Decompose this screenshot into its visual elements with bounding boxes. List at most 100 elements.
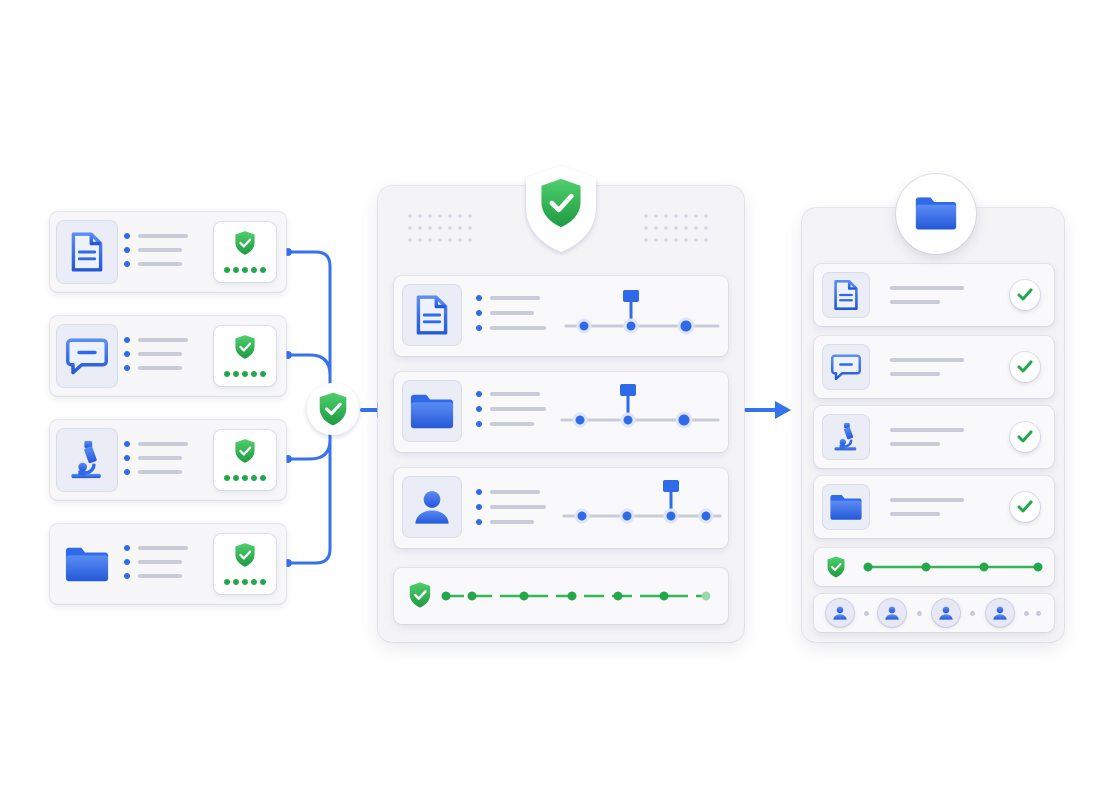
timeline-track bbox=[560, 384, 720, 429]
icon-tile bbox=[822, 484, 870, 530]
connector-dot bbox=[284, 559, 292, 567]
icon-tile bbox=[56, 220, 118, 284]
center-row-user[interactable] bbox=[394, 468, 728, 548]
icon-tile bbox=[56, 532, 118, 596]
output-panel bbox=[802, 208, 1064, 642]
connector-dot bbox=[284, 455, 292, 463]
dot-grid-left bbox=[408, 214, 472, 242]
check-icon bbox=[1017, 360, 1033, 373]
check-status bbox=[1010, 422, 1040, 452]
user-icon bbox=[415, 491, 449, 524]
verified-badge bbox=[214, 430, 276, 490]
icon-tile bbox=[56, 428, 118, 492]
document-icon bbox=[71, 232, 103, 272]
avatar[interactable] bbox=[878, 599, 906, 627]
output-row-folder[interactable] bbox=[814, 476, 1054, 538]
check-status bbox=[1010, 352, 1040, 382]
input-card-microscope[interactable] bbox=[50, 420, 286, 500]
connector-dot bbox=[284, 351, 292, 359]
timeline-track bbox=[562, 480, 722, 524]
separator-dot bbox=[1024, 611, 1029, 616]
microscope-icon bbox=[69, 439, 103, 480]
chat-bubble-icon bbox=[66, 338, 108, 375]
separator-dot bbox=[970, 611, 975, 616]
folder-icon bbox=[410, 394, 454, 429]
avatar[interactable] bbox=[826, 599, 854, 627]
folder-icon bbox=[65, 547, 109, 582]
timeline-marker bbox=[620, 384, 636, 396]
avatar[interactable] bbox=[932, 599, 960, 627]
verified-badge bbox=[214, 222, 276, 282]
document-icon bbox=[416, 295, 448, 335]
check-icon bbox=[1017, 288, 1033, 301]
shield-check-icon bbox=[408, 581, 432, 609]
folder-icon bbox=[915, 197, 957, 230]
output-verification-track[interactable] bbox=[814, 548, 1054, 586]
green-progress-track bbox=[863, 562, 1043, 572]
icon-tile bbox=[402, 476, 462, 538]
input-card-chat[interactable] bbox=[50, 316, 286, 396]
user-icon bbox=[939, 606, 953, 620]
shield-check-icon bbox=[234, 542, 256, 568]
connector-line-4 bbox=[286, 418, 332, 565]
shield-check-icon bbox=[826, 555, 846, 579]
connector-line-2 bbox=[286, 353, 332, 397]
shield-check-icon bbox=[234, 230, 256, 256]
user-icon bbox=[993, 606, 1007, 620]
output-row-microscope[interactable] bbox=[814, 406, 1054, 468]
check-status bbox=[1010, 492, 1040, 522]
left-connector-lines bbox=[286, 250, 332, 565]
user-icon bbox=[833, 606, 847, 620]
output-assignees[interactable] bbox=[814, 594, 1054, 632]
verified-badge bbox=[214, 534, 276, 594]
connector-dot bbox=[284, 248, 292, 256]
separator-dot bbox=[917, 611, 922, 616]
shield-check-icon bbox=[234, 438, 256, 464]
progress-dots bbox=[224, 475, 266, 481]
separator-dot bbox=[864, 611, 869, 616]
text-lines bbox=[890, 358, 964, 376]
avatar[interactable] bbox=[986, 599, 1014, 627]
connector-endpoints bbox=[284, 248, 292, 567]
icon-tile bbox=[402, 284, 462, 346]
green-progress-track bbox=[441, 591, 711, 601]
input-card-document[interactable] bbox=[50, 212, 286, 292]
icon-tile bbox=[822, 344, 870, 390]
arrow-to-output bbox=[744, 401, 791, 419]
progress-dots bbox=[224, 371, 266, 377]
user-icon bbox=[885, 606, 899, 620]
check-icon bbox=[1017, 430, 1033, 443]
output-row-chat[interactable] bbox=[814, 336, 1054, 398]
center-footer-validation[interactable] bbox=[394, 568, 728, 624]
progress-dots bbox=[224, 579, 266, 585]
text-lines bbox=[890, 428, 964, 446]
timeline-marker bbox=[623, 290, 639, 302]
timeline-marker bbox=[663, 480, 679, 492]
dot-grid-right bbox=[644, 214, 708, 242]
verified-badge bbox=[214, 326, 276, 386]
progress-dots bbox=[224, 267, 266, 273]
text-lines bbox=[890, 498, 964, 516]
connector-line-1 bbox=[286, 250, 332, 397]
output-header-badge bbox=[896, 174, 976, 254]
timeline-track bbox=[564, 290, 720, 335]
folder-icon bbox=[830, 494, 862, 520]
icon-tile bbox=[822, 414, 870, 460]
microscope-icon bbox=[833, 421, 858, 452]
icon-tile bbox=[822, 272, 870, 318]
chat-bubble-icon bbox=[831, 354, 861, 381]
icon-tile bbox=[402, 380, 462, 442]
separator-dot bbox=[1036, 611, 1041, 616]
shield-check-icon bbox=[234, 334, 256, 360]
text-lines bbox=[890, 286, 964, 304]
input-card-folder[interactable] bbox=[50, 524, 286, 604]
icon-tile bbox=[56, 324, 118, 388]
center-header-badge bbox=[526, 166, 596, 252]
center-panel bbox=[378, 186, 744, 642]
output-row-document[interactable] bbox=[814, 264, 1054, 326]
check-icon bbox=[1017, 500, 1033, 513]
check-status bbox=[1010, 280, 1040, 310]
document-icon bbox=[834, 280, 858, 310]
center-row-document[interactable] bbox=[394, 276, 728, 356]
center-row-folder[interactable] bbox=[394, 372, 728, 452]
